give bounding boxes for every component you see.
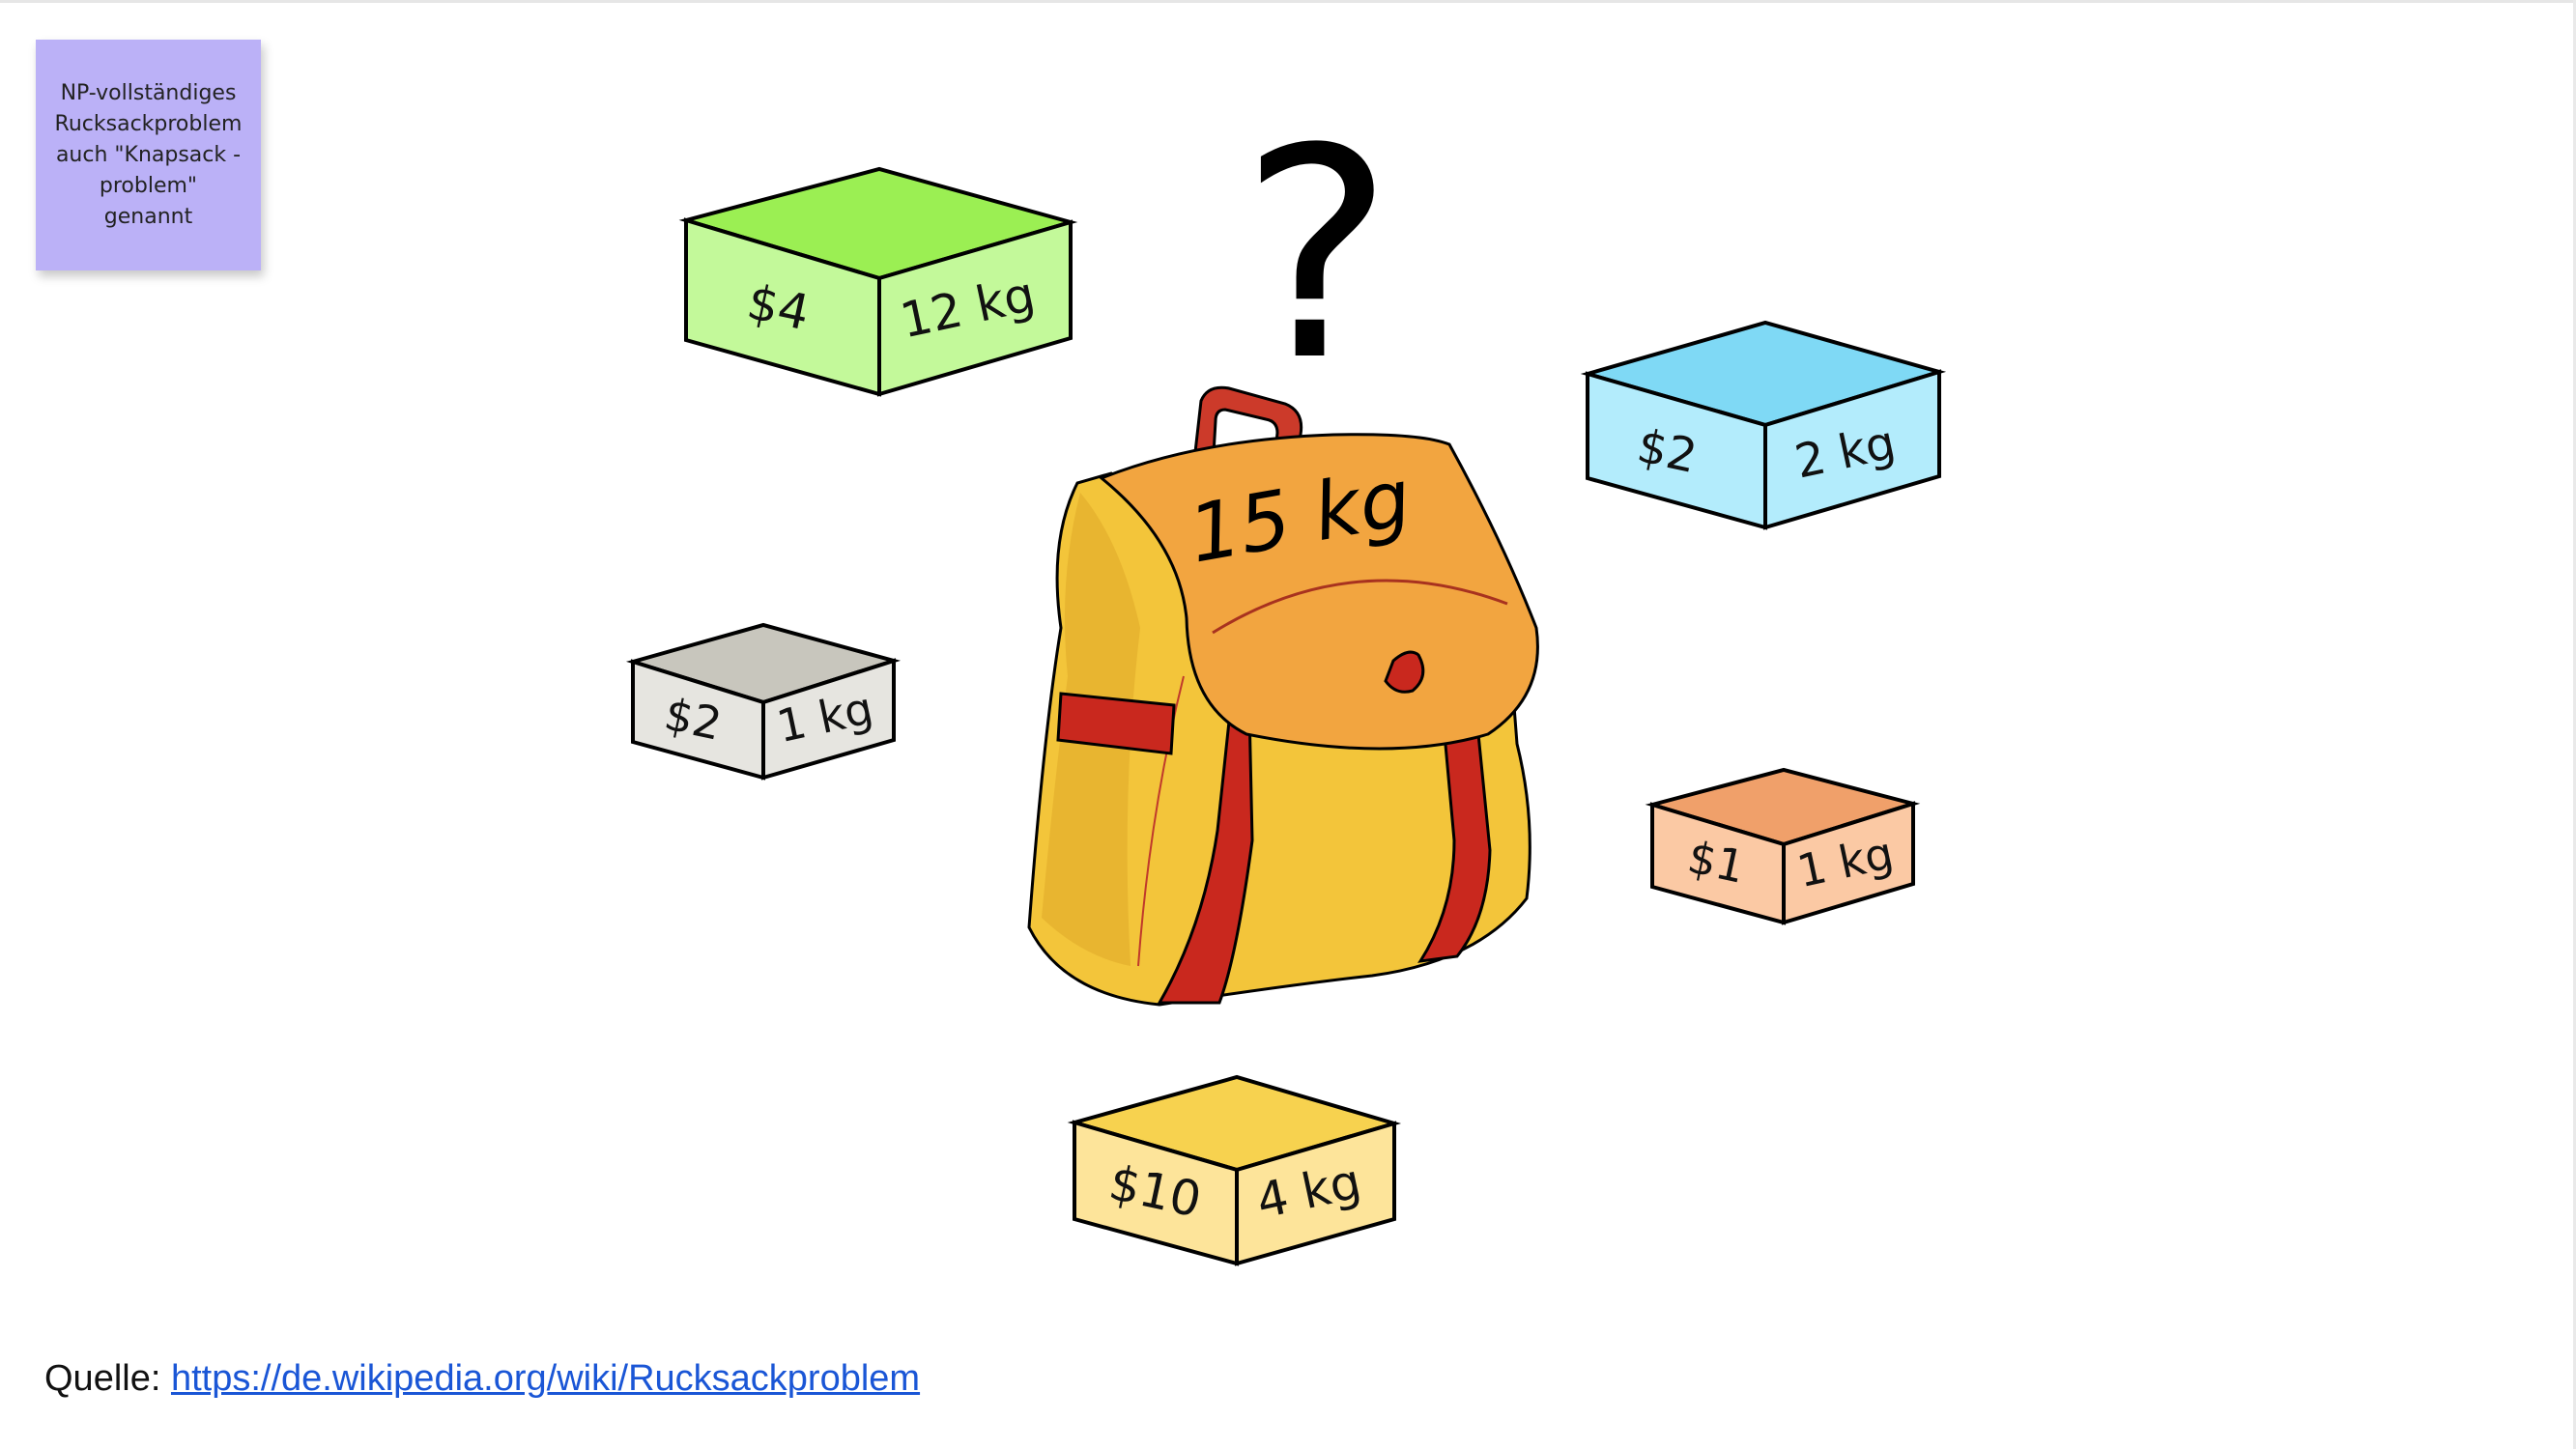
item-price: $2	[1633, 419, 1702, 484]
item-price: $4	[742, 273, 814, 341]
item-box: $2 2 kg	[1580, 320, 1947, 530]
item-box-side	[877, 219, 1073, 397]
sticky-note-text: NP-vollständiges Rucksackproblem auch "K…	[54, 80, 243, 229]
item-box: $1 1 kg	[1645, 767, 1921, 925]
item-box: $2 1 kg	[625, 622, 902, 781]
item-box-side	[1235, 1121, 1396, 1266]
backpack: 15 kg	[1027, 385, 1539, 1007]
item-price: $1	[1683, 831, 1749, 894]
right-border	[2573, 0, 2576, 1449]
sticky-note[interactable]: NP-vollständiges Rucksackproblem auch "K…	[36, 40, 261, 270]
item-box: $10 4 kg	[1067, 1074, 1402, 1266]
source-line: Quelle: https://de.wikipedia.org/wiki/Ru…	[44, 1358, 920, 1400]
source-link[interactable]: https://de.wikipedia.org/wiki/Rucksackpr…	[170, 1358, 921, 1399]
right-strap	[1417, 732, 1492, 963]
backpack-flap	[1099, 433, 1539, 751]
item-box-side	[761, 658, 896, 781]
item-box-side	[1782, 801, 1915, 925]
source-label: Quelle:	[44, 1358, 161, 1399]
item-box-side	[1763, 369, 1941, 530]
backpack-buckle	[1384, 650, 1425, 694]
left-strap	[1157, 665, 1254, 1005]
question-mark: ?	[1240, 87, 1393, 424]
item-box: $4 12 kg	[678, 166, 1078, 397]
item-price: $2	[660, 688, 726, 751]
side-strap	[1056, 692, 1176, 755]
top-border	[0, 0, 2576, 3]
